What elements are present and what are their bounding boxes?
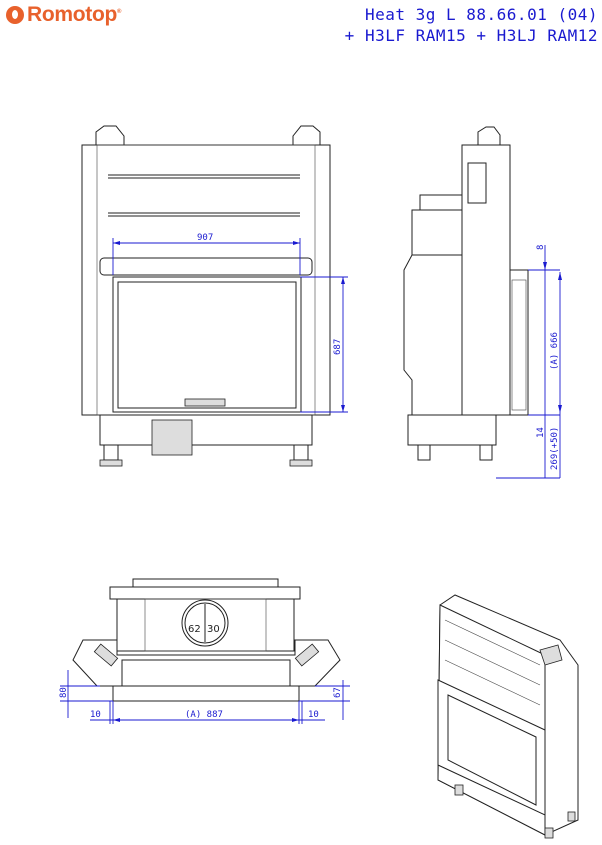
side-view: 8 (A) 666 14 269(+50) [403,126,562,479]
registered-mark: ® [117,9,122,15]
top-right-height-label: 67 [333,687,343,698]
flame-icon [6,6,24,24]
brand-name-text: Romotop [27,3,118,26]
drawing-title: Heat 3g L 88.66.01 (04) + H3LF RAM15 + H… [345,4,598,46]
romotop-logo: Romotop® [6,3,121,27]
top-left-height-label: 80 [59,687,69,698]
side-base-label: 269(+50) [550,427,560,470]
side-height-label: (A) 666 [550,332,560,370]
title-line-2: + H3LF RAM15 + H3LJ RAM12 [344,26,598,45]
side-gap-label: 14 [536,427,546,438]
front-height-label: 687 [333,339,343,355]
top-left-margin-label: 10 [90,710,101,720]
side-top-label: 8 [536,245,546,250]
top-width-label: (A) 887 [185,710,223,720]
brand-name: Romotop® [27,3,121,27]
flue-right-label: 30 [207,624,220,635]
top-right-margin-label: 10 [308,710,319,720]
front-view: 907 687 [81,125,348,467]
title-line-1: Heat 3g L 88.66.01 (04) [364,5,598,24]
front-width-label: 907 [197,233,213,243]
flue-left-label: 62 [188,624,201,635]
isometric-view [437,594,579,839]
top-view: 62 30 80 67 10 (A) 887 10 [59,578,350,724]
